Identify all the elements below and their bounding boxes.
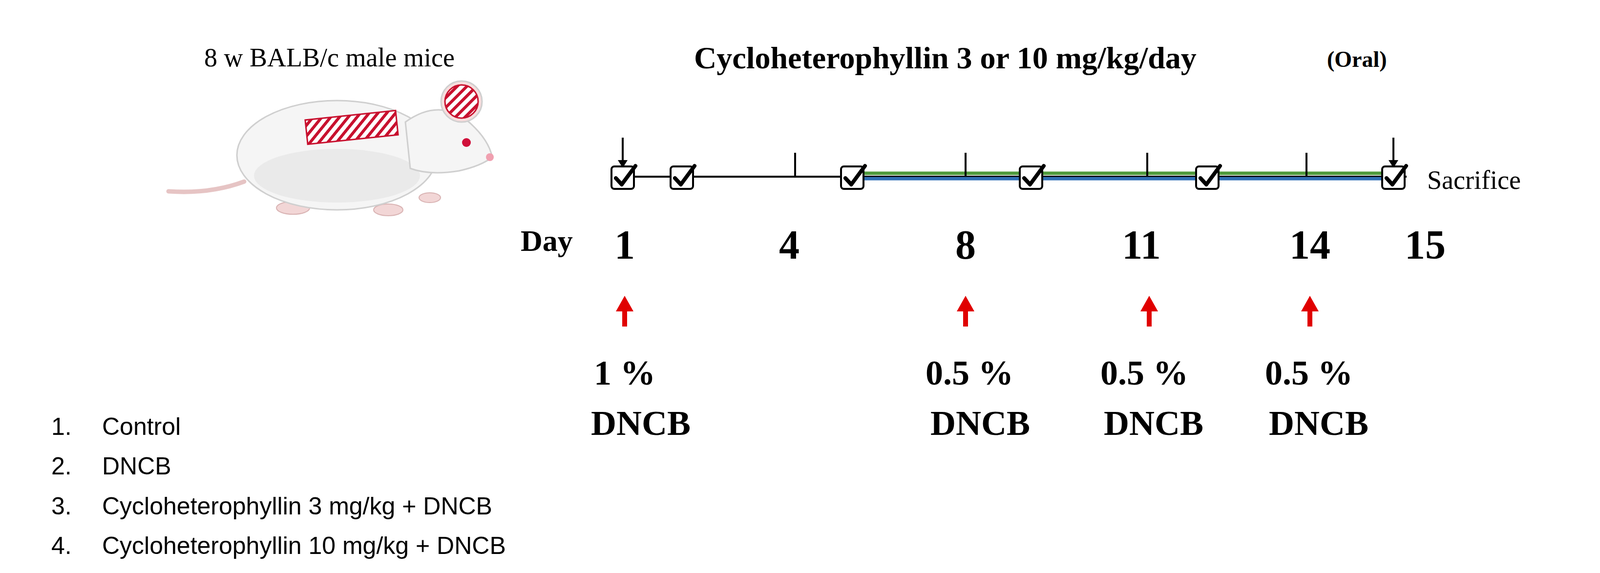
ear-application-site bbox=[444, 84, 479, 119]
agent-label: DNCB bbox=[930, 404, 1031, 443]
mouse-ear bbox=[441, 81, 483, 123]
day-number: 1 bbox=[614, 222, 635, 268]
dncb-arrow bbox=[1140, 295, 1158, 327]
group-number: 3. bbox=[51, 493, 72, 521]
mouse-head bbox=[405, 109, 493, 173]
treatment-title: Cycloheterophyllin 3 or 10 mg/kg/day bbox=[694, 41, 1197, 76]
day-number: 8 bbox=[955, 222, 976, 268]
treatment-bar-green bbox=[852, 171, 1397, 176]
back-application-site bbox=[305, 110, 399, 145]
day-tick bbox=[1146, 152, 1149, 177]
checkbox bbox=[611, 166, 636, 190]
mouse-tail bbox=[168, 181, 245, 192]
timeline bbox=[610, 137, 1407, 179]
dose-label: 0.5 % bbox=[1264, 354, 1353, 393]
checkbox bbox=[1019, 166, 1044, 190]
day-number: 15 bbox=[1404, 222, 1446, 268]
group-label: Cycloheterophyllin 10 mg/kg + DNCB bbox=[102, 532, 506, 560]
mouse-foot bbox=[419, 192, 441, 203]
route-label: (Oral) bbox=[1326, 47, 1388, 73]
dose-label: 1 % bbox=[593, 354, 656, 393]
cohort-label: 8 w BALB/c male mice bbox=[204, 43, 455, 73]
day-tick bbox=[1305, 152, 1308, 177]
checkbox bbox=[1382, 166, 1407, 190]
axis-label: Day bbox=[520, 224, 573, 258]
day-number: 4 bbox=[778, 222, 800, 268]
mouse-body bbox=[236, 100, 438, 211]
agent-label: DNCB bbox=[1268, 404, 1369, 443]
group-number: 1. bbox=[51, 413, 72, 441]
agent-label: DNCB bbox=[590, 404, 691, 443]
checkboxes bbox=[611, 166, 1407, 190]
day-number: 11 bbox=[1121, 222, 1161, 268]
mouse-illustration bbox=[168, 81, 494, 216]
dose-label: 0.5 % bbox=[1100, 354, 1189, 393]
group-label: Cycloheterophyllin 3 mg/kg + DNCB bbox=[102, 493, 493, 521]
sacrifice-marker bbox=[1392, 137, 1395, 162]
day-tick bbox=[794, 152, 797, 177]
endpoint-label: Sacrifice bbox=[1427, 166, 1521, 195]
group-number: 2. bbox=[51, 453, 72, 481]
checkbox bbox=[841, 166, 865, 190]
checkbox bbox=[1196, 166, 1221, 190]
agent-label: DNCB bbox=[1103, 404, 1204, 443]
treatment-bar-blue bbox=[852, 177, 1397, 181]
dncb-arrow bbox=[956, 295, 975, 327]
mouse-nose bbox=[485, 153, 494, 162]
dncb-arrows bbox=[615, 295, 1319, 327]
day-tick bbox=[964, 152, 967, 177]
group-label: Control bbox=[102, 413, 181, 441]
mouse-shading bbox=[253, 148, 421, 203]
mouse-eye bbox=[462, 138, 471, 148]
group-number: 4. bbox=[51, 532, 72, 560]
group-label: DNCB bbox=[102, 453, 172, 481]
dncb-arrow bbox=[615, 295, 634, 327]
dncb-arrow bbox=[1301, 295, 1319, 327]
dose-label: 0.5 % bbox=[925, 354, 1014, 393]
checkbox bbox=[670, 166, 695, 190]
start-marker bbox=[621, 137, 624, 162]
day-number: 14 bbox=[1289, 222, 1331, 268]
